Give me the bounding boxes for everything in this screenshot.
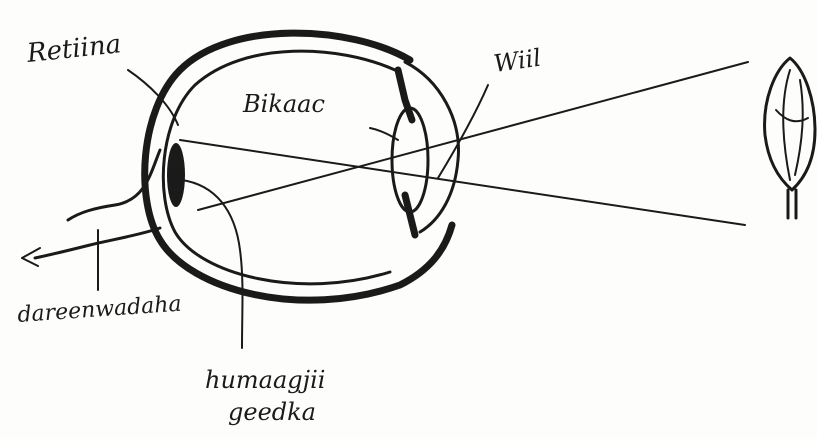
eyeball-outer-wall xyxy=(145,33,452,300)
ray-upper xyxy=(198,62,748,210)
iris-top xyxy=(398,70,412,120)
tree-detail-1 xyxy=(783,70,790,180)
iris-bottom xyxy=(405,195,415,235)
object-tree-icon xyxy=(765,58,815,218)
lens xyxy=(392,108,428,212)
tree-detail-2 xyxy=(795,80,803,175)
label-lens: Bikaac xyxy=(242,90,325,118)
tree-trunk xyxy=(788,190,796,218)
tree-outline xyxy=(765,58,815,190)
optic-nerve xyxy=(22,150,160,266)
label-blind-spot-line1: humaagjii xyxy=(205,366,325,394)
blind-spot xyxy=(167,143,185,207)
light-rays xyxy=(180,62,748,225)
label-pupil: Wiil xyxy=(492,44,543,78)
label-blind-spot-line2: geedka xyxy=(228,398,316,426)
label-retina: Retiina xyxy=(25,29,123,69)
ray-lower xyxy=(180,140,745,225)
eyeball xyxy=(145,33,459,300)
label-optic-nerve: dareenwadaha xyxy=(17,292,183,328)
